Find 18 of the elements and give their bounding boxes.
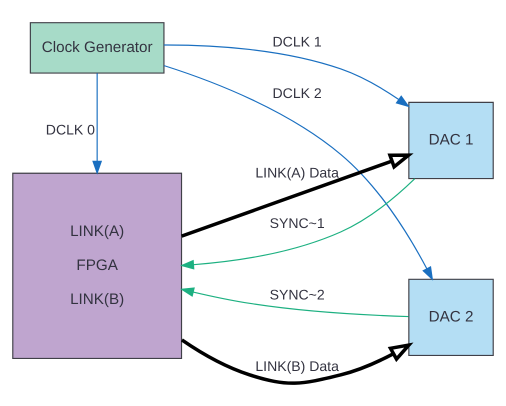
node-box: Clock Generator xyxy=(30,22,165,74)
edge-label: SYNC~2 xyxy=(270,286,325,302)
edge-label: DCLK 1 xyxy=(272,33,322,50)
edge-label: DCLK 0 xyxy=(46,122,95,138)
node-box: DAC 1 xyxy=(408,102,494,180)
arrow xyxy=(92,73,102,175)
edge-label: DCLK 2 xyxy=(272,84,322,101)
edge-label: SYNC~1 xyxy=(270,214,325,231)
edge-label: LINK(B) Data xyxy=(255,358,339,374)
arrow xyxy=(180,338,414,385)
arrow xyxy=(180,287,409,318)
node-box: LINK(A) FPGA LINK(B) xyxy=(12,172,182,359)
arrow xyxy=(164,65,434,281)
node-box: DAC 2 xyxy=(408,278,494,356)
arrow xyxy=(164,44,410,108)
arrow xyxy=(181,153,414,238)
arrow xyxy=(180,178,416,270)
edge-label: LINK(A) Data xyxy=(255,164,339,180)
